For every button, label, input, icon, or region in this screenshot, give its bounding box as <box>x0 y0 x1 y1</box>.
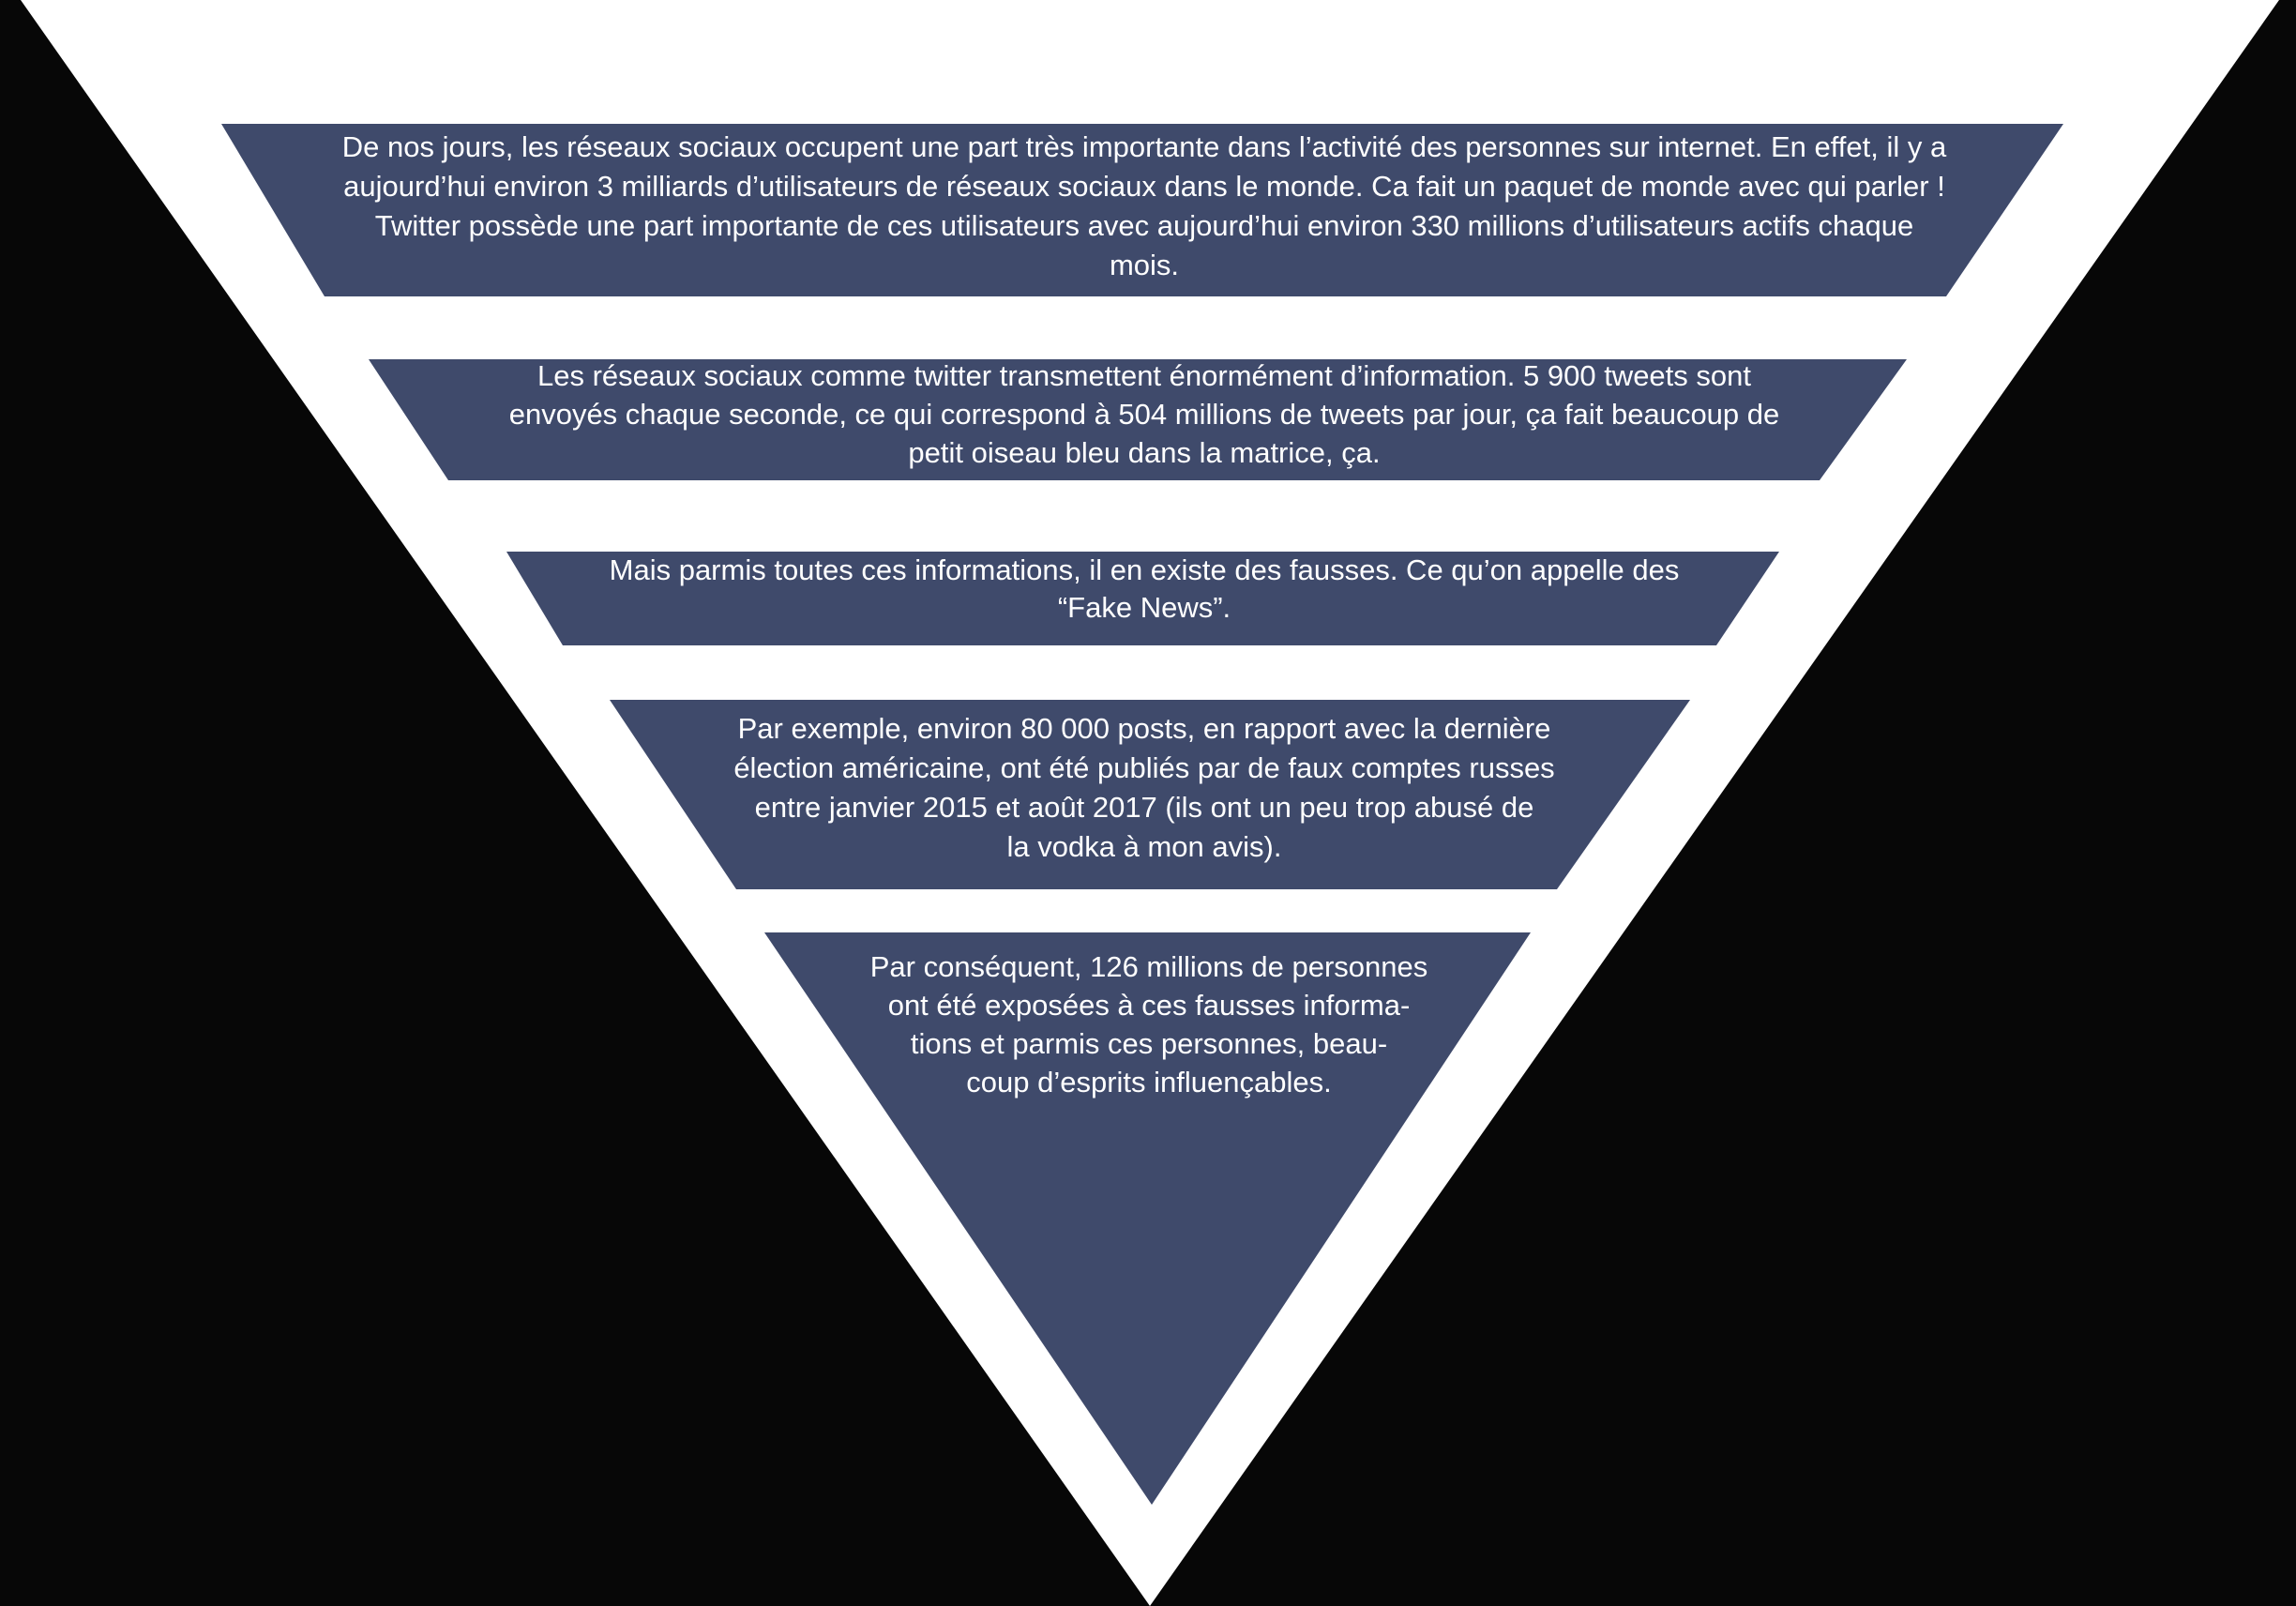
pyramid-level-5-text: Par conséquent, 126 millions de personne… <box>869 950 1428 1098</box>
pyramid-level-4-band <box>610 700 1690 889</box>
pyramid-level-2-text: Les réseaux sociaux comme twitter transm… <box>508 359 1780 469</box>
pyramid-level-3-band <box>506 552 1779 645</box>
pyramid-level-2-band <box>369 359 1907 480</box>
pyramid-level-1-text: De nos jours, les réseaux sociaux occupe… <box>341 130 1947 281</box>
pyramid-level-1-band <box>221 124 2063 296</box>
pyramid-level-4-text: Par exemple, environ 80 000 posts, en ra… <box>733 712 1555 863</box>
pyramid-level-3-text: Mais parmis toutes ces informations, il … <box>609 553 1680 624</box>
pyramid-level-5-band <box>764 932 1531 1505</box>
